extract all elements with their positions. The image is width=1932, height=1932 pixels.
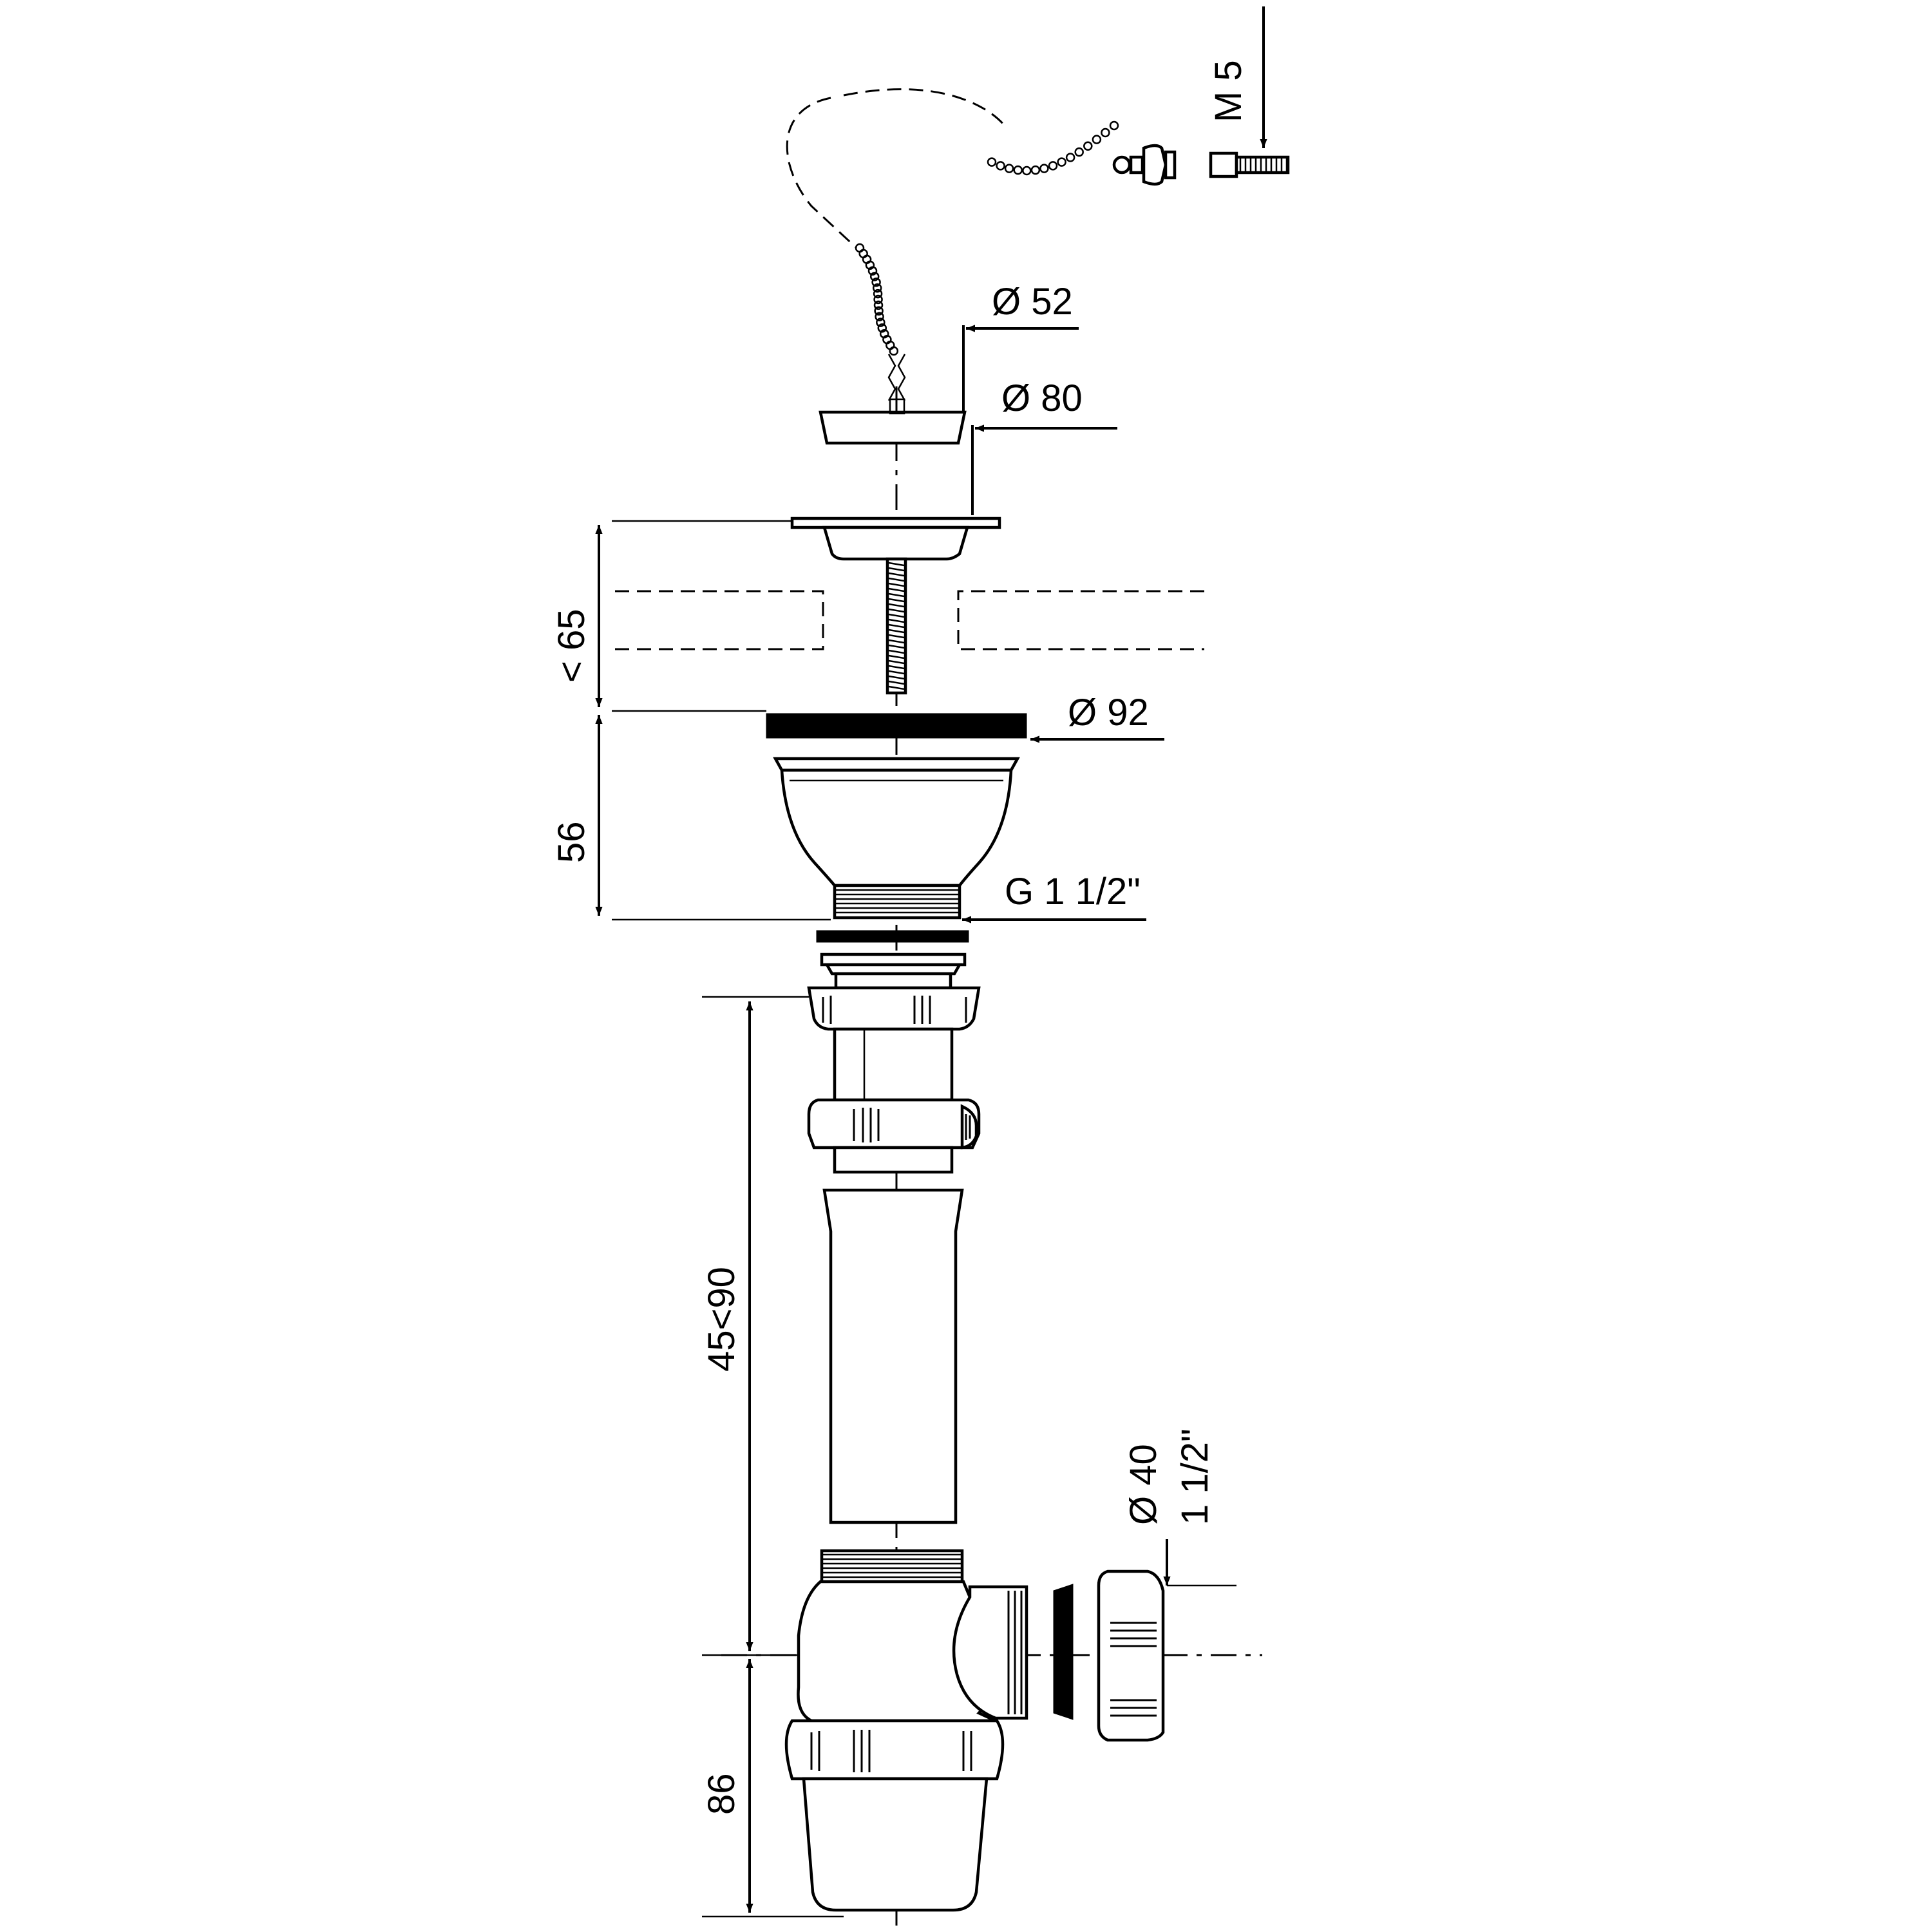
- h86-label: 86: [701, 1773, 743, 1815]
- thread-line: [888, 639, 905, 644]
- chain-bead: [876, 317, 886, 327]
- h56-label: 56: [551, 821, 592, 863]
- chain-assembly: [786, 88, 1119, 401]
- thread-line: [888, 659, 905, 665]
- chain-bead: [1074, 147, 1084, 157]
- thread-line: [888, 603, 905, 608]
- d52-label: Ø 52: [992, 281, 1073, 323]
- thread-line: [888, 623, 905, 629]
- thread-line: [888, 613, 905, 618]
- thread-line: [888, 582, 905, 587]
- threaded-rod: [886, 557, 907, 695]
- chain-bead: [872, 283, 882, 293]
- thread-line: [888, 629, 905, 634]
- thread-line: [888, 587, 905, 592]
- chain-bead: [1092, 135, 1102, 144]
- chain-bead: [875, 312, 884, 321]
- thread-line: [888, 665, 905, 670]
- chain-bead: [873, 294, 883, 305]
- chain-bead: [1048, 161, 1058, 171]
- d80-label: Ø 80: [1001, 377, 1083, 419]
- thread-line: [888, 634, 905, 639]
- thread-line: [888, 644, 905, 649]
- outlet-gasket: [1053, 1584, 1074, 1720]
- chain-bead: [996, 161, 1005, 171]
- upper-tube: [833, 1027, 954, 1102]
- thread-line: [888, 577, 905, 582]
- thread-line: [888, 572, 905, 577]
- chain-bead: [1057, 157, 1066, 167]
- thread-line: [888, 685, 905, 690]
- thread-line: [888, 654, 905, 659]
- thread-line: [888, 670, 905, 675]
- g112-label: G 1 1/2": [1005, 871, 1141, 913]
- chain-bead: [1109, 120, 1119, 131]
- outlet-nut: [1097, 1569, 1165, 1742]
- middle-nut: [807, 1098, 981, 1174]
- thread-line: [888, 567, 905, 572]
- strainer-flange: [790, 516, 1001, 561]
- chain-bead: [873, 289, 883, 299]
- overflow-bolt: [1112, 144, 1290, 186]
- bottle-trap: [784, 1549, 1028, 1912]
- chain-bead: [867, 266, 878, 276]
- sink-wall-left: [615, 590, 824, 650]
- thread-line: [888, 592, 905, 598]
- chain-bead: [873, 300, 884, 310]
- stopper-plug: [819, 398, 967, 445]
- thread-line: [888, 608, 905, 613]
- h45-90-label: 45<90: [701, 1267, 743, 1372]
- thread-line: [888, 675, 905, 680]
- upper-nut: [807, 972, 981, 1031]
- chain-bead: [877, 323, 887, 333]
- inch112-label: 1 1/2": [1174, 1428, 1216, 1525]
- chain-bead: [1030, 165, 1041, 175]
- chain-bead: [1101, 128, 1110, 138]
- chain-bead: [1065, 153, 1075, 162]
- chain-bead: [874, 306, 884, 316]
- strainer-body: [773, 757, 1020, 920]
- d40-label: Ø 40: [1122, 1444, 1164, 1525]
- extension-tube: [822, 1188, 964, 1524]
- thread-line: [888, 562, 905, 567]
- thread-line: [888, 649, 905, 654]
- d92-label: Ø 92: [1068, 692, 1149, 734]
- chain-bead: [1022, 166, 1032, 176]
- chain-bead: [987, 157, 997, 167]
- chain-bead: [871, 278, 881, 287]
- chain-bead: [889, 346, 899, 356]
- chain-bead: [1013, 165, 1023, 175]
- lt65-label: < 65: [551, 609, 592, 683]
- cone-washer: [820, 952, 967, 967]
- chain-bead: [1004, 164, 1014, 173]
- flat-washer: [816, 930, 969, 943]
- rubber-gasket: [766, 713, 1027, 739]
- sink-wall-right: [957, 590, 1204, 650]
- chain-bead: [1039, 164, 1049, 173]
- thread-line: [888, 618, 905, 623]
- m5-label: M 5: [1208, 60, 1249, 122]
- thread-line: [888, 598, 905, 603]
- cone-washer-lip: [824, 963, 962, 976]
- chain-bead: [869, 272, 880, 281]
- chain-bead: [1083, 141, 1093, 151]
- thread-line: [888, 680, 905, 685]
